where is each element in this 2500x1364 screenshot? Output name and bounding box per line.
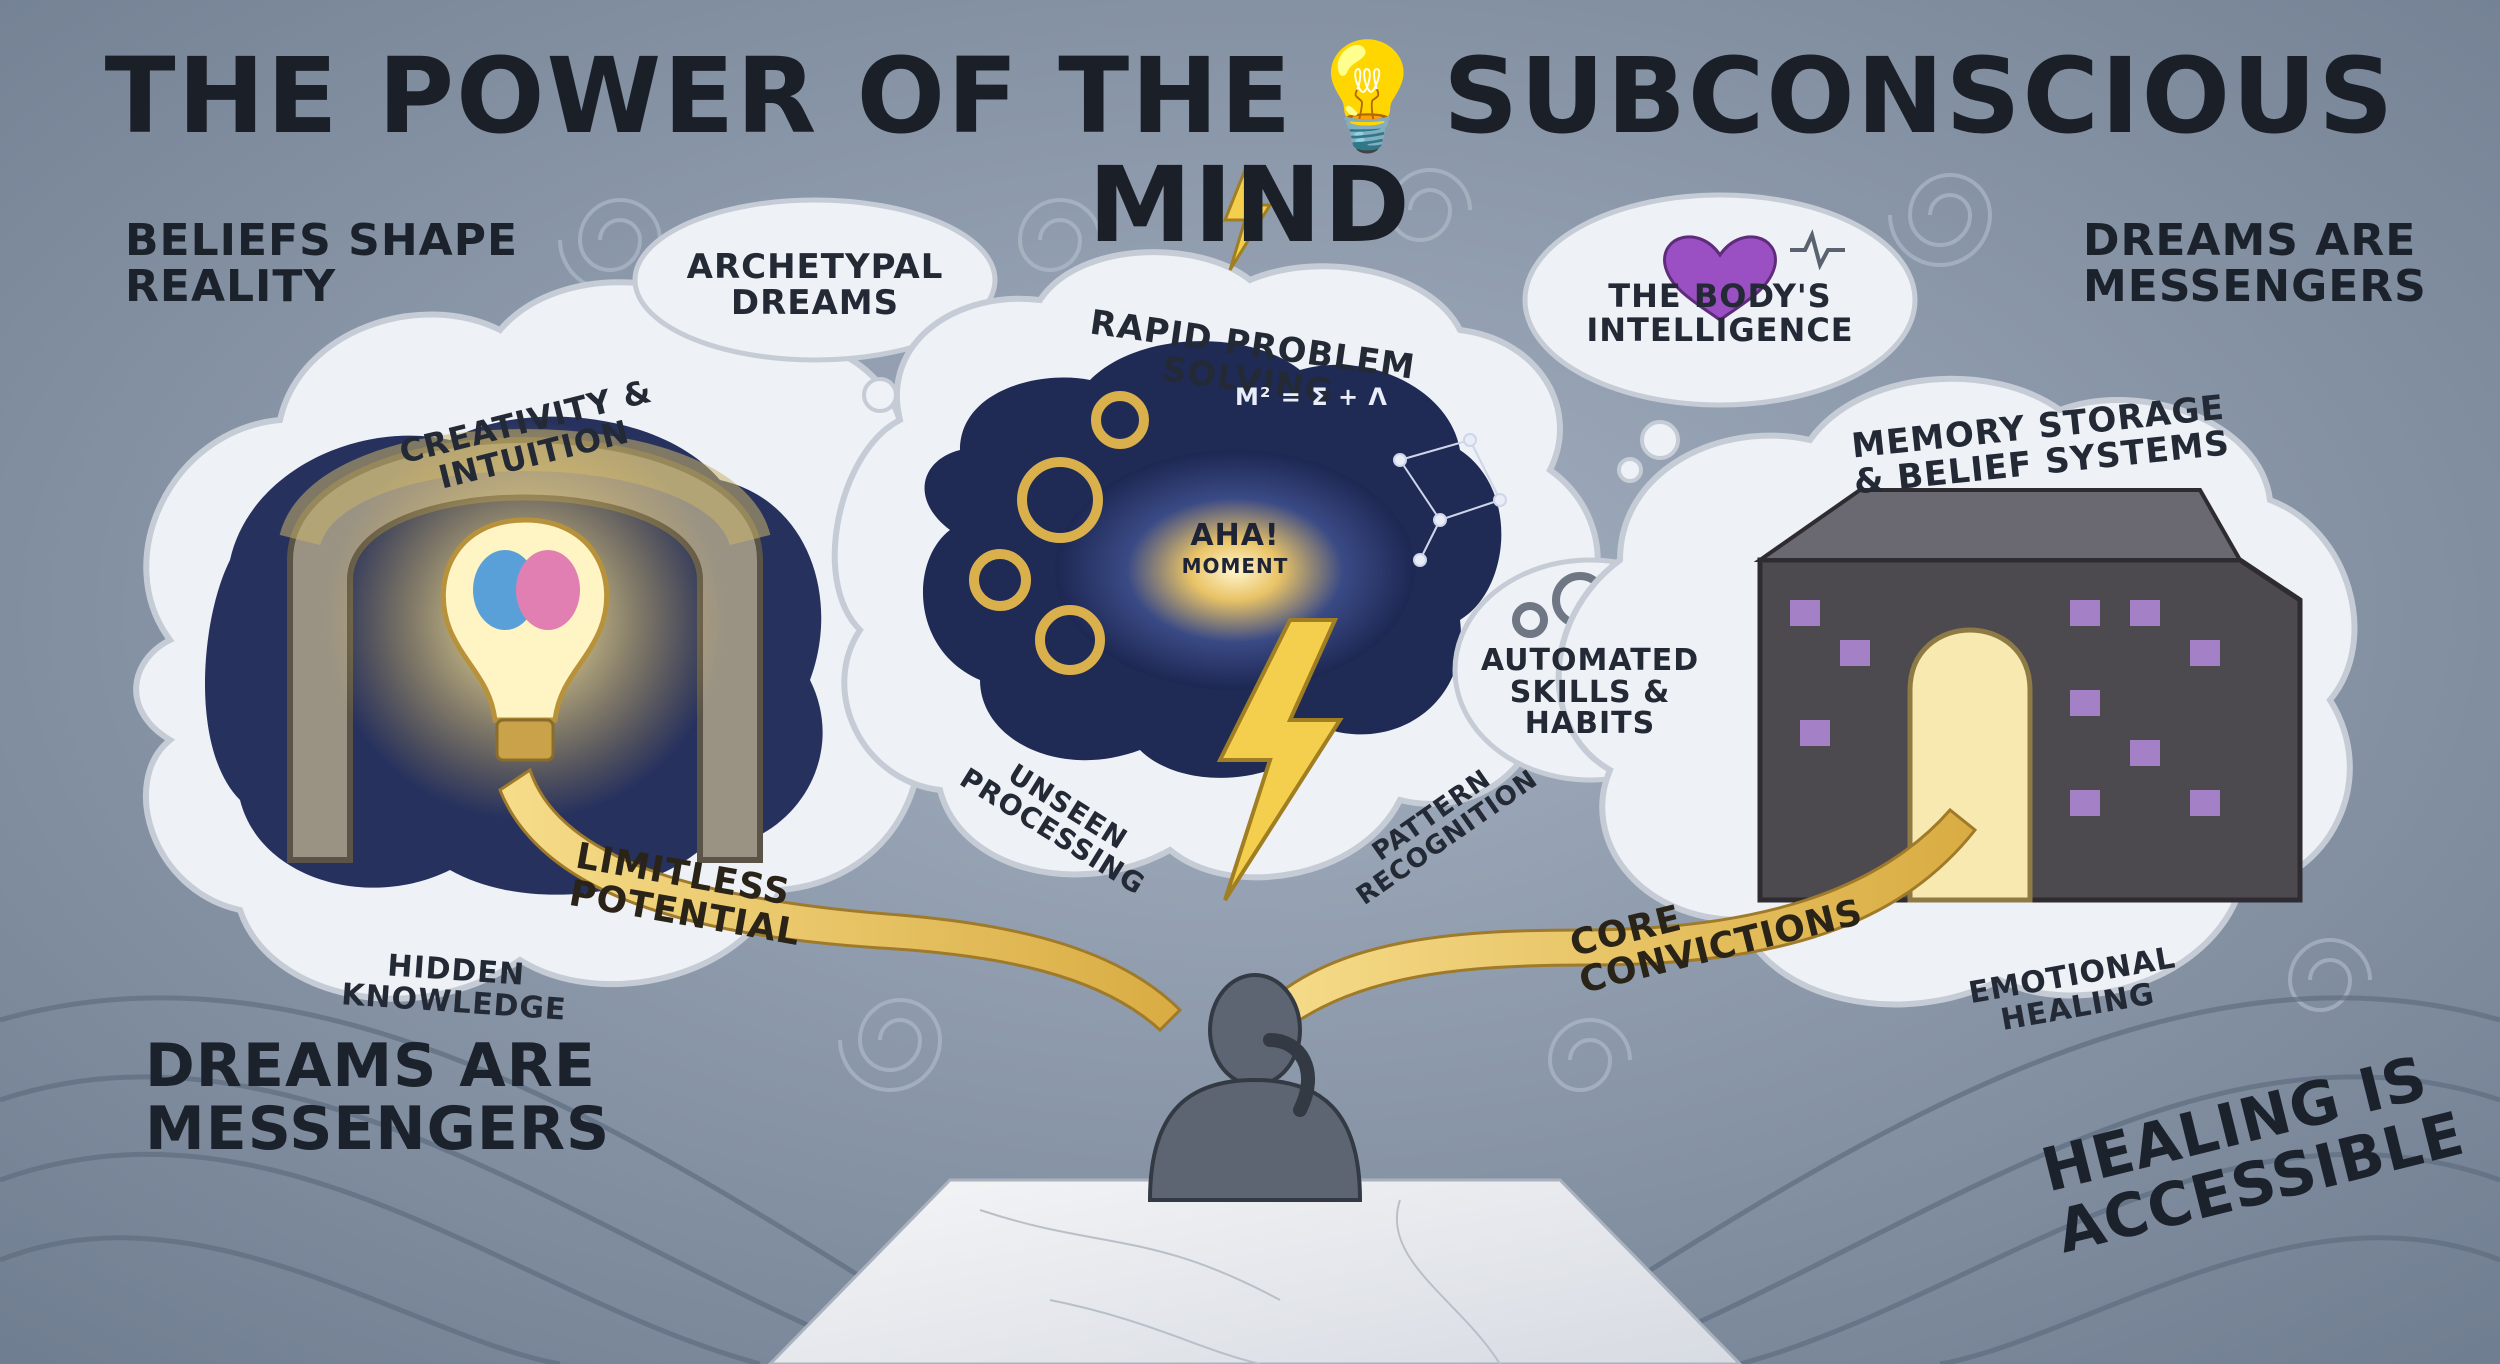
small-lightning-icon (1222, 168, 1273, 271)
thought-dot (862, 377, 898, 413)
thought-dot (1617, 457, 1643, 483)
archetypal-dreams-label: ARCHETYPAL DREAMS (686, 247, 944, 323)
archetypal-dreams-bubble (632, 197, 998, 363)
swirl-decorations (558, 168, 2372, 1092)
title-right: SUBCONSCIOUS MIND (1088, 35, 2396, 267)
title-left: THE POWER OF THE (104, 35, 1294, 157)
beliefs-shape-reality-label: BELIEFS SHAPE REALITY (125, 215, 518, 313)
aha-label: AHA! (1190, 518, 1280, 553)
thought-dot (1640, 420, 1680, 460)
dreams-messengers-top-label: DREAMS ARE MESSENGERS (2083, 215, 2427, 313)
heart-icon (1663, 235, 1777, 322)
page-title: THE POWER OF THE💡SUBCONSCIOUS MIND (0, 35, 2500, 260)
title-bulb-icon: 💡 (1302, 35, 1434, 157)
core-convictions-banner (1257, 807, 1978, 1032)
library-building (1753, 488, 2303, 903)
heartbeat-icon (1790, 229, 1845, 271)
lightbulb-brain-icon (440, 517, 610, 762)
marble-veins (979, 1199, 1501, 1364)
shelf-lights (1790, 600, 2220, 816)
thinking-figure (1147, 973, 1363, 1202)
dreams-messengers-bottom-label: DREAMS ARE MESSENGERS (145, 1031, 611, 1164)
formula-text: m² = Σ + Λ (1235, 383, 1389, 411)
body-intelligence-label: THE BODY'S INTELLIGENCE (1586, 277, 1854, 349)
moment-label: MOMENT (1181, 554, 1289, 578)
lightning-bolt-icon (1216, 618, 1344, 902)
limitless-potential-banner (498, 767, 1183, 1033)
neural-network (1393, 433, 1507, 567)
gears (969, 391, 1149, 675)
automated-skills-label: AUTOMATED SKILLS & HABITS (1480, 643, 1700, 741)
